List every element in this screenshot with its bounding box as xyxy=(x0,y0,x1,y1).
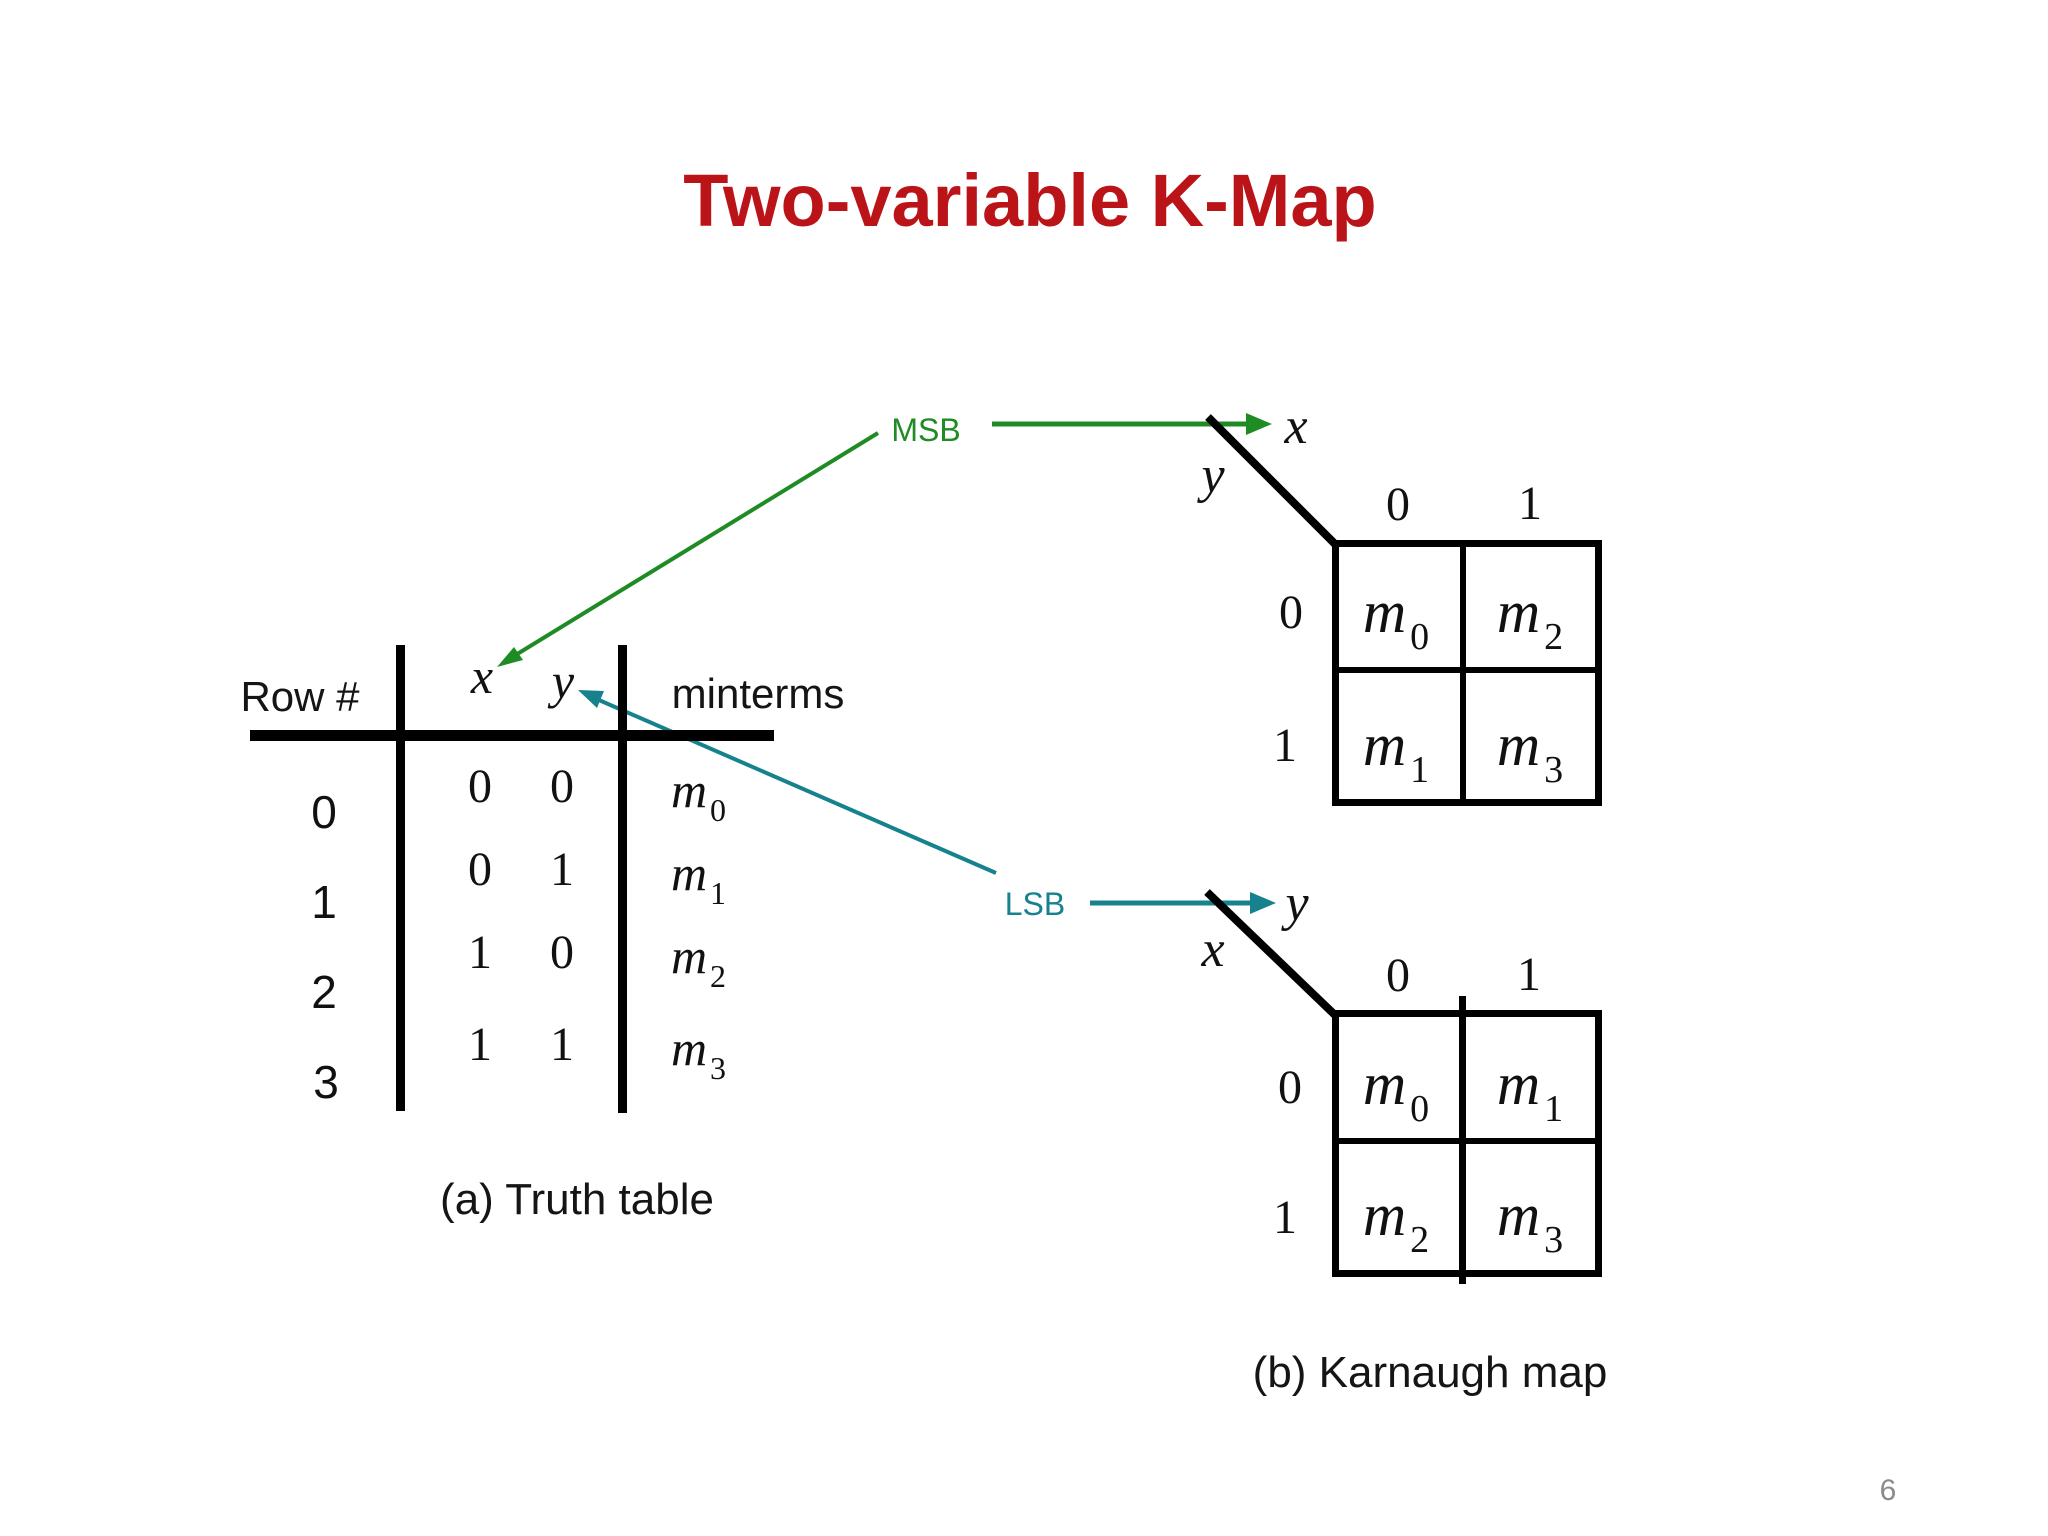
truth-table-vertical-rule-left xyxy=(396,645,405,1111)
kmap-bottom-diagonal xyxy=(1204,889,1339,1019)
kmap-bottom-grid-horizontal-divider xyxy=(1339,1138,1595,1144)
kmap-bottom-row-header: 0 xyxy=(1278,1061,1302,1114)
minterm-subscript: 0 xyxy=(1410,616,1430,658)
truth-table-y-value: 0 xyxy=(550,760,574,813)
truth-table-x-value: 0 xyxy=(468,843,492,896)
truth-table-row-number: 2 xyxy=(311,966,337,1018)
minterm-subscript: 2 xyxy=(710,958,727,994)
minterm-base: m xyxy=(670,1020,708,1076)
truth-table-row-number: 0 xyxy=(311,786,337,838)
minterm-base: m xyxy=(1496,1051,1541,1117)
minterm-subscript: 3 xyxy=(1544,749,1564,791)
truth-table-x-value: 1 xyxy=(468,926,492,979)
minterm-subscript: 1 xyxy=(710,875,727,911)
minterm-subscript: 0 xyxy=(710,792,727,828)
kmap-bottom-y-axis-label: y xyxy=(1285,875,1309,932)
kmap-top-grid xyxy=(1332,540,1602,806)
truth-table-minterm: m1 xyxy=(670,845,726,909)
truth-table-row-number: 3 xyxy=(313,1056,339,1108)
truth-table-y-value: 0 xyxy=(550,926,574,979)
kmap-bottom-x-axis-label: x xyxy=(1201,921,1225,978)
minterm-subscript: 0 xyxy=(1410,1088,1430,1130)
kmap-bottom-grid-vertical-divider xyxy=(1459,996,1466,1284)
truth-table-caption: (a) Truth table xyxy=(440,1175,714,1224)
minterm-subscript: 2 xyxy=(1544,616,1564,658)
minterm-subscript: 3 xyxy=(710,1050,727,1086)
lsb-arrowhead-icon xyxy=(1250,892,1276,914)
kmap-top-diagonal xyxy=(1205,414,1339,548)
truth-table-x-column-label: x xyxy=(470,648,494,704)
lsb-connector-arrowhead-icon xyxy=(578,690,604,708)
minterm-base: m xyxy=(670,762,708,818)
minterm-base: m xyxy=(670,845,708,901)
truth-table-minterm: m2 xyxy=(670,928,726,992)
minterm-subscript: 3 xyxy=(1544,1219,1564,1261)
minterm-subscript: 2 xyxy=(1410,1219,1430,1261)
lsb-label: LSB xyxy=(1004,886,1066,922)
minterm-base: m xyxy=(1362,579,1407,645)
minterm-base: m xyxy=(1362,1182,1407,1248)
kmap-top-grid-horizontal-divider xyxy=(1339,667,1595,673)
truth-table-horizontal-rule xyxy=(250,730,774,741)
truth-table-y-column-label: y xyxy=(551,653,575,709)
minterm-base: m xyxy=(670,928,708,984)
page-title: Two-variable K-Map xyxy=(683,159,1377,242)
lsb-connector-line xyxy=(591,695,997,875)
minterm-subscript: 1 xyxy=(1410,749,1430,791)
kmap-top-x-axis-label: x xyxy=(1284,398,1308,455)
msb-connector-arrowhead-icon xyxy=(497,647,523,667)
minterm-base: m xyxy=(1496,579,1541,645)
truth-table-vertical-rule-right xyxy=(618,645,627,1113)
kmap-top-y-axis-label: y xyxy=(1201,447,1225,504)
truth-table-y-value: 1 xyxy=(550,843,574,896)
truth-table-row-header-label: Row # xyxy=(240,673,360,720)
minterm-base: m xyxy=(1496,1182,1541,1248)
truth-table-x-value: 1 xyxy=(468,1018,492,1071)
kmap-top-grid-vertical-divider xyxy=(1460,547,1466,799)
kmap-bottom-col-header: 0 xyxy=(1386,949,1410,1002)
kmap-caption: (b) Karnaugh map xyxy=(1252,1348,1608,1397)
kmap-top-row-header: 0 xyxy=(1279,586,1303,639)
truth-table-minterm: m0 xyxy=(670,762,726,826)
minterm-base: m xyxy=(1362,1051,1407,1117)
kmap-bottom-col-header: 1 xyxy=(1517,948,1541,1001)
kmap-bottom-grid xyxy=(1332,1010,1602,1277)
minterm-base: m xyxy=(1362,712,1407,778)
minterm-subscript: 1 xyxy=(1544,1088,1564,1130)
msb-connector-line xyxy=(512,431,880,658)
kmap-top-col-header: 1 xyxy=(1518,477,1542,530)
truth-table-row-number: 1 xyxy=(311,876,337,928)
truth-table-minterms-label: minterms xyxy=(671,670,845,717)
minterm-base: m xyxy=(1496,712,1541,778)
kmap-top-col-header: 0 xyxy=(1386,478,1410,531)
page-number: 6 xyxy=(1879,1474,1897,1507)
truth-table-minterm: m3 xyxy=(670,1020,726,1084)
kmap-top-row-header: 1 xyxy=(1273,719,1297,772)
kmap-bottom-row-header: 1 xyxy=(1273,1191,1297,1244)
truth-table-y-value: 1 xyxy=(550,1018,574,1071)
truth-table-x-value: 0 xyxy=(468,760,492,813)
msb-arrowhead-icon xyxy=(1246,413,1272,435)
msb-label: MSB xyxy=(891,412,961,448)
